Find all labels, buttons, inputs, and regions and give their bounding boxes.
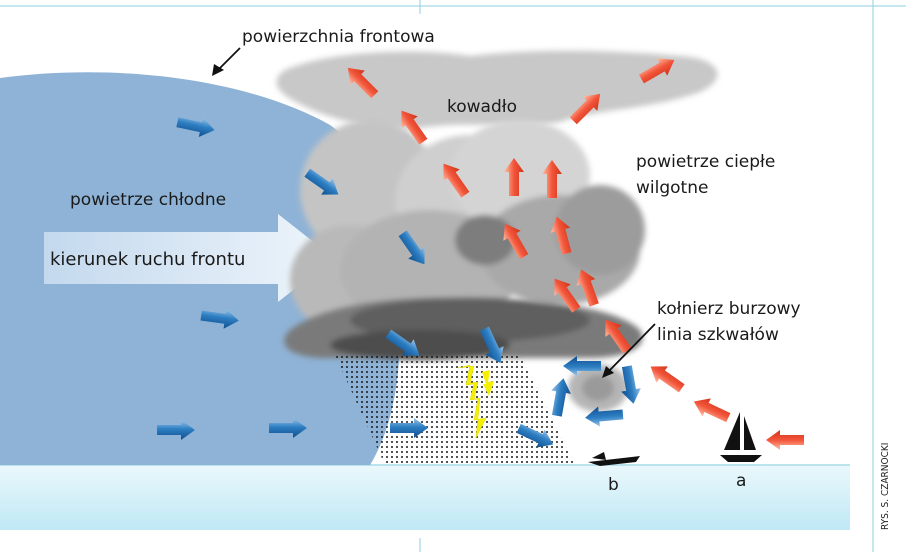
roll-cloud bbox=[568, 364, 628, 412]
cold-arrow bbox=[516, 423, 554, 448]
cold-arrow bbox=[585, 406, 624, 427]
cold-arrow bbox=[479, 326, 504, 364]
front-direction-arrow bbox=[44, 214, 334, 302]
warm-air-label-line2: wilgotne bbox=[636, 178, 708, 198]
sea bbox=[0, 465, 850, 530]
warm-arrow bbox=[576, 269, 599, 307]
cloud-base bbox=[284, 298, 643, 360]
warm-arrow bbox=[503, 223, 529, 260]
point-b-label: b bbox=[608, 475, 619, 495]
cold-arrow bbox=[304, 168, 339, 195]
cold-arrow bbox=[563, 356, 601, 376]
cold-arrow bbox=[200, 308, 239, 329]
cold-arrow bbox=[398, 230, 425, 265]
credit-label: RYS. S. CZARNOCKI bbox=[880, 443, 891, 530]
anvil-label: kowadło bbox=[447, 97, 517, 117]
warm-arrow bbox=[504, 158, 524, 196]
warm-arrow bbox=[650, 366, 685, 393]
sailboat-icon bbox=[720, 412, 762, 462]
cold-arrow bbox=[551, 378, 571, 417]
warm-arrow bbox=[569, 93, 601, 125]
capsized-boat-icon bbox=[588, 452, 640, 466]
cold-air-arrows bbox=[157, 117, 641, 448]
warm-arrow bbox=[554, 278, 581, 313]
collar-pointer bbox=[602, 323, 656, 378]
warm-arrow bbox=[693, 398, 731, 423]
front-direction-label: kierunek ruchu frontu bbox=[50, 249, 245, 270]
cold-arrow bbox=[390, 418, 428, 438]
collar-label-line2: linia szkwałów bbox=[657, 325, 779, 345]
frontal-surface-label: powierzchnia frontowa bbox=[242, 27, 435, 47]
cold-arrow bbox=[621, 365, 641, 404]
cold-air-label: powietrze chłodne bbox=[70, 190, 226, 210]
cloud-anvil bbox=[276, 50, 718, 129]
cold-arrow bbox=[385, 329, 420, 356]
lightning-icon bbox=[457, 364, 494, 439]
cold-arrow bbox=[157, 420, 195, 440]
warm-arrow bbox=[550, 216, 572, 255]
frontal-surface-pointer bbox=[212, 47, 241, 76]
cold-arrow bbox=[269, 418, 307, 438]
point-a-label: a bbox=[736, 471, 746, 491]
warm-arrow bbox=[347, 67, 379, 99]
warm-arrow bbox=[766, 430, 804, 450]
cold-arrow bbox=[176, 117, 215, 138]
warm-arrow bbox=[443, 163, 470, 198]
rain-area bbox=[335, 355, 575, 465]
collar-label-line1: kołnierz burzowy bbox=[657, 299, 801, 319]
warm-air-label-line1: powietrze ciepłe bbox=[636, 152, 775, 172]
warm-air-arrows bbox=[347, 58, 804, 450]
warm-arrow bbox=[401, 110, 428, 145]
warm-arrow bbox=[638, 58, 675, 84]
warm-arrow bbox=[605, 319, 632, 354]
warm-arrow bbox=[542, 160, 562, 198]
